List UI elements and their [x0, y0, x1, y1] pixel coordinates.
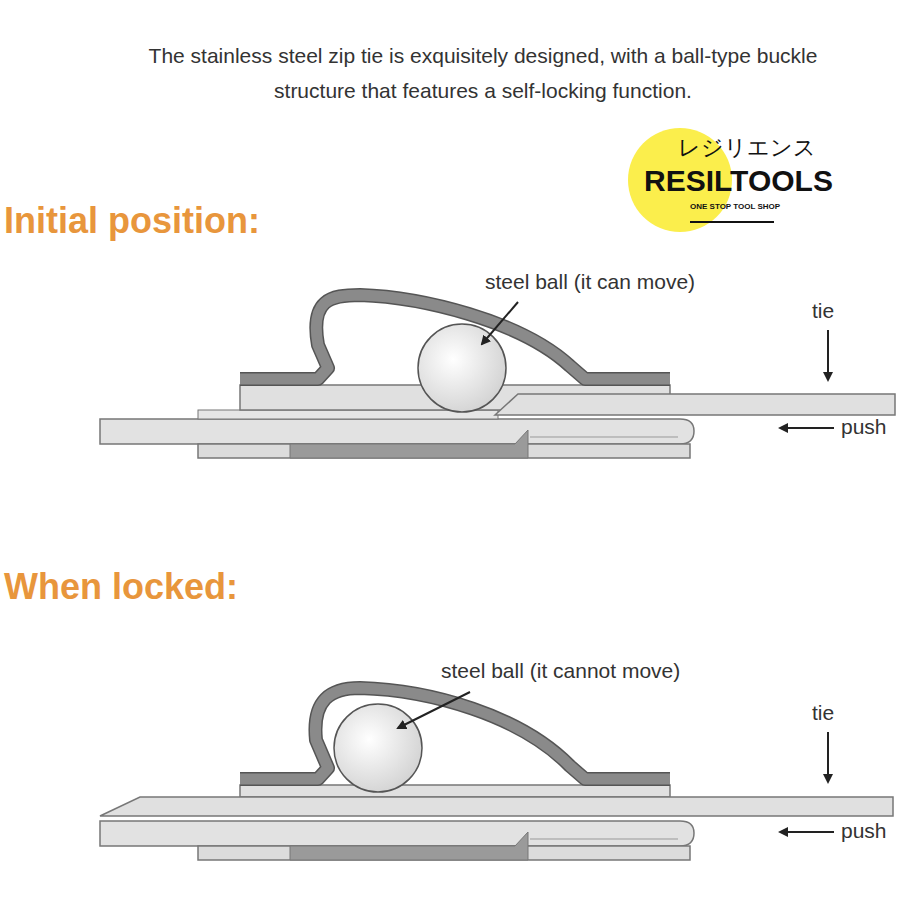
callout-label: push [841, 415, 887, 439]
buckle-locked [100, 688, 893, 860]
callout-label: steel ball (it cannot move) [441, 659, 680, 683]
logo-tagline: ONE STOP TOOL SHOP [690, 202, 780, 211]
steel-ball [418, 324, 506, 412]
description-text: The stainless steel zip tie is exquisite… [110, 38, 856, 108]
callout-label: tie [812, 299, 834, 323]
buckle-initial [100, 295, 895, 458]
steel-ball [334, 704, 422, 792]
logo-japanese: レジリエンス [678, 133, 816, 163]
section-heading: Initial position: [4, 200, 260, 242]
callout-label: push [841, 819, 887, 843]
logo-underline [690, 221, 774, 223]
logo-brand: RESILTOOLS [644, 164, 833, 198]
callout-label: steel ball (it can move) [485, 270, 695, 294]
callout-label: tie [812, 701, 834, 725]
section-heading: When locked: [4, 566, 238, 608]
